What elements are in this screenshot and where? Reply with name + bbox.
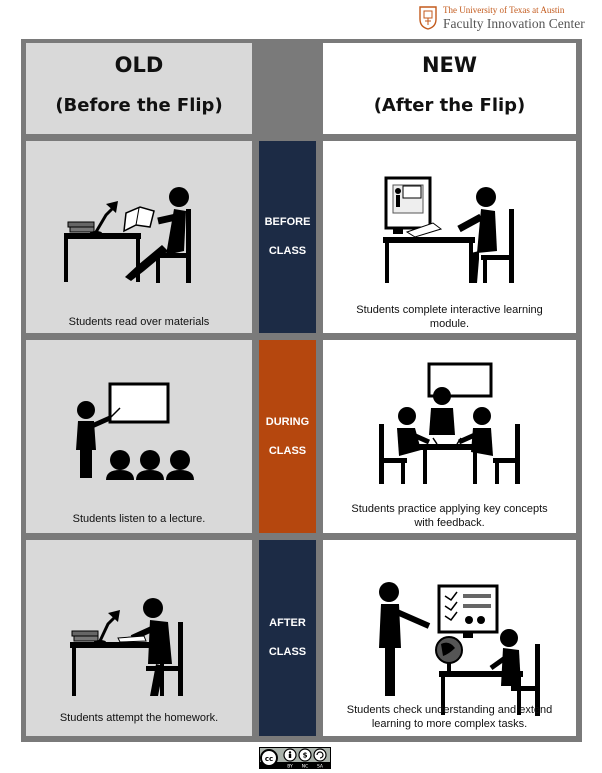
before-class-label-line1: BEFORE xyxy=(264,216,311,228)
cc-nc-label: NC xyxy=(302,764,309,770)
faculty-innovation-center-logo: The University of Texas at Austin Facult… xyxy=(419,5,589,33)
student-reading-illustration xyxy=(64,187,191,283)
new-subtitle: (After the Flip) xyxy=(373,95,526,116)
during-class-bar: DURING CLASS xyxy=(259,340,316,533)
cc-by-nc-sa-icon: cc $ BY NC SA xyxy=(259,747,331,769)
old-after-caption: Students attempt the homework. xyxy=(59,712,219,724)
old-after-class-cell: Students attempt the homework. xyxy=(26,540,252,736)
before-class-label-line2: CLASS xyxy=(268,245,307,257)
old-header: OLD (Before the Flip) xyxy=(26,43,252,134)
svg-text:cc: cc xyxy=(265,755,273,763)
new-before-caption: Students complete interactive learning m… xyxy=(323,303,576,331)
during-class-label-line1: DURING xyxy=(265,415,310,428)
new-during-caption-line1: Students practice applying key concepts xyxy=(351,503,548,515)
flip-comparison-grid: OLD (Before the Flip) NEW (After the Fli… xyxy=(21,39,582,742)
new-before-caption-line1: Students complete interactive learning xyxy=(356,304,543,316)
old-before-class-cell: Students read over materials xyxy=(26,141,252,333)
new-before-class-cell: Students complete interactive learning m… xyxy=(323,141,576,333)
new-during-class-cell: Students practice applying key concepts … xyxy=(323,340,576,533)
new-title: NEW xyxy=(421,53,478,77)
logo-university-name: The University of Texas at Austin xyxy=(443,5,565,15)
old-title: OLD xyxy=(114,53,164,77)
extended-learning-illustration xyxy=(379,582,540,716)
cc-by-label: BY xyxy=(287,764,293,770)
new-after-caption-line1: Students check understanding and extend xyxy=(346,704,553,716)
new-during-caption: Students practice applying key concepts … xyxy=(323,502,576,530)
new-before-caption-line2: module. xyxy=(429,318,470,330)
group-practice-illustration xyxy=(379,362,520,484)
new-header: NEW (After the Flip) xyxy=(323,43,576,134)
svg-text:$: $ xyxy=(303,752,308,760)
logo-center-name: Faculty Innovation Center xyxy=(443,16,585,31)
cc-sa-label: SA xyxy=(317,764,324,770)
ut-seal-icon xyxy=(419,6,437,30)
new-after-class-cell: Students check understanding and extend … xyxy=(323,540,576,736)
before-class-bar: BEFORE CLASS xyxy=(259,141,316,333)
new-after-caption: Students check understanding and extend … xyxy=(323,703,576,731)
lecture-illustration xyxy=(76,382,194,480)
student-homework-illustration xyxy=(70,598,183,696)
after-class-bar: AFTER CLASS xyxy=(259,540,316,736)
old-during-caption: Students listen to a lecture. xyxy=(72,513,206,525)
during-class-label-line2: CLASS xyxy=(268,444,307,457)
old-subtitle: (Before the Flip) xyxy=(55,95,223,116)
old-during-class-cell: Students listen to a lecture. xyxy=(26,340,252,533)
after-class-label-line2: CLASS xyxy=(268,646,307,658)
new-after-caption-line2: learning to more complex tasks. xyxy=(371,718,528,730)
student-online-module-illustration xyxy=(383,176,514,283)
old-before-caption: Students read over materials xyxy=(68,316,210,328)
after-class-label-line1: AFTER xyxy=(269,617,306,629)
new-during-caption-line2: with feedback. xyxy=(414,517,485,529)
